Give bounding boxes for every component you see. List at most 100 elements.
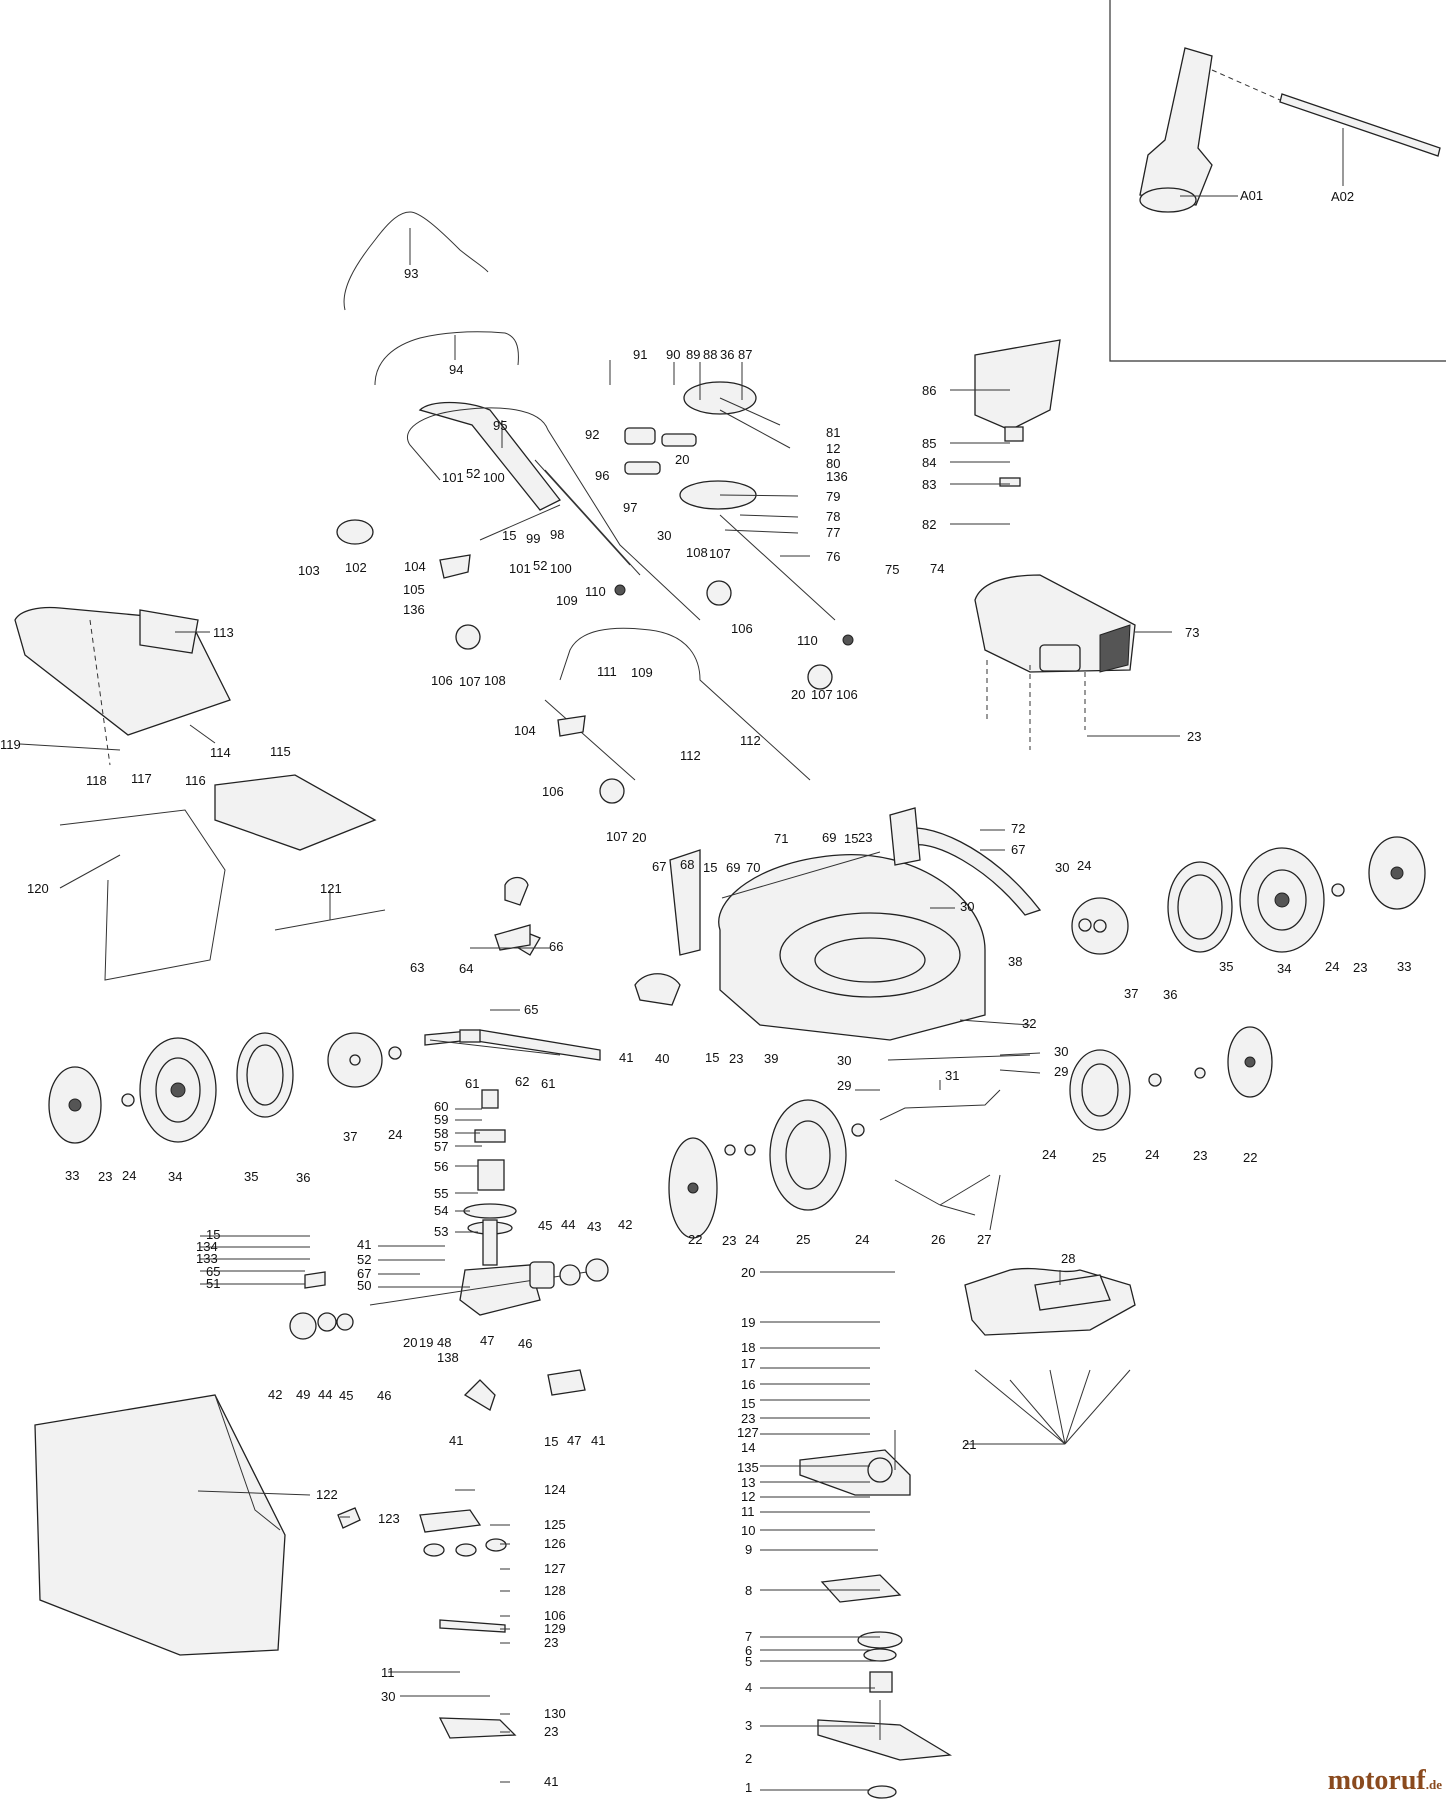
callout-105: 105 bbox=[403, 582, 425, 597]
callout-134: 134 bbox=[196, 1239, 218, 1254]
callout-50: 50 bbox=[357, 1278, 371, 1293]
gearbox bbox=[289, 1089, 609, 1411]
callout-110: 110 bbox=[585, 584, 606, 599]
callout-28: 28 bbox=[1061, 1251, 1075, 1266]
callout-23: 23 bbox=[1187, 729, 1201, 744]
callout-64: 64 bbox=[459, 961, 473, 976]
callout-20d: 20 bbox=[403, 1335, 417, 1350]
callout-14: 14 bbox=[741, 1440, 755, 1455]
callout-117: 117 bbox=[131, 771, 152, 786]
callout-96: 96 bbox=[595, 468, 609, 483]
callout-71: 71 bbox=[774, 831, 788, 846]
brand-suffix: .de bbox=[1425, 1777, 1442, 1792]
callout-20b: 20 bbox=[791, 687, 805, 702]
callout-52b: 52 bbox=[533, 558, 547, 573]
callout-130: 130 bbox=[544, 1706, 566, 1721]
callout-112: 112 bbox=[740, 733, 761, 748]
callout-41: 41 bbox=[619, 1050, 633, 1065]
callout-59: 59 bbox=[434, 1112, 448, 1127]
callout-109b: 109 bbox=[631, 665, 653, 680]
callout-24g: 24 bbox=[745, 1232, 759, 1247]
callout-91: 91 bbox=[633, 347, 647, 362]
callout-23i: 23 bbox=[544, 1635, 558, 1650]
callout-21: 21 bbox=[962, 1437, 976, 1452]
callout-118: 118 bbox=[86, 773, 107, 788]
callout-12: 12 bbox=[826, 441, 840, 456]
callout-86: 86 bbox=[922, 383, 936, 398]
callout-76: 76 bbox=[826, 549, 840, 564]
callout-136: 136 bbox=[826, 469, 848, 484]
callout-30c: 30 bbox=[960, 899, 974, 914]
leader-lines bbox=[19, 228, 1180, 1791]
callout-106c: 106 bbox=[836, 687, 858, 702]
height-adjust bbox=[424, 876, 601, 1061]
callout-35: 35 bbox=[1219, 959, 1233, 974]
callout-16: 16 bbox=[741, 1377, 755, 1392]
callout-58: 58 bbox=[434, 1126, 448, 1141]
callout-44: 44 bbox=[561, 1217, 575, 1232]
rear-wheel-right bbox=[1071, 836, 1426, 955]
callout-101b: 101 bbox=[509, 561, 531, 576]
callout-77: 77 bbox=[826, 525, 840, 540]
callout-25b: 25 bbox=[796, 1232, 810, 1247]
callout-68: 68 bbox=[680, 857, 694, 872]
callout-A02: A02 bbox=[1331, 189, 1354, 204]
callout-100: 100 bbox=[483, 470, 505, 485]
callout-32: 32 bbox=[1022, 1016, 1036, 1031]
callout-87: 87 bbox=[738, 347, 752, 362]
callout-106: 106 bbox=[731, 621, 753, 636]
callout-110b: 110 bbox=[797, 633, 818, 648]
callout-31: 31 bbox=[945, 1068, 959, 1083]
callout-1: 1 bbox=[745, 1780, 752, 1795]
callout-5: 5 bbox=[745, 1654, 752, 1669]
callout-100b: 100 bbox=[550, 561, 572, 576]
callout-30f: 30 bbox=[381, 1689, 395, 1704]
callout-114: 114 bbox=[210, 745, 231, 760]
callout-23h: 23 bbox=[741, 1411, 755, 1426]
callout-111: 111 bbox=[597, 664, 617, 679]
callout-102: 102 bbox=[345, 560, 367, 575]
grass-bag bbox=[34, 1394, 361, 1656]
callout-72: 72 bbox=[1011, 821, 1025, 836]
brand-logo: motoruf.de bbox=[1258, 1766, 1442, 1796]
callout-89: 89 bbox=[686, 347, 700, 362]
callout-25: 25 bbox=[1092, 1150, 1106, 1165]
callout-47b: 47 bbox=[567, 1433, 581, 1448]
callout-36b: 36 bbox=[1163, 987, 1177, 1002]
callout-74: 74 bbox=[930, 561, 944, 576]
callout-26: 26 bbox=[931, 1232, 945, 1247]
callout-106e: 106 bbox=[544, 1608, 566, 1623]
blade-assembly bbox=[799, 1430, 953, 1799]
callout-88: 88 bbox=[703, 347, 717, 362]
callout-107b: 107 bbox=[459, 674, 481, 689]
callout-98: 98 bbox=[550, 527, 564, 542]
callout-47: 47 bbox=[480, 1333, 494, 1348]
callout-107: 107 bbox=[709, 546, 731, 561]
callout-67c: 67 bbox=[357, 1266, 371, 1281]
callout-15e: 15 bbox=[206, 1227, 220, 1242]
callout-92: 92 bbox=[585, 427, 599, 442]
callout-78: 78 bbox=[826, 509, 840, 524]
callout-107c: 107 bbox=[811, 687, 833, 702]
callout-12b: 12 bbox=[741, 1489, 755, 1504]
callout-124: 124 bbox=[544, 1482, 566, 1497]
callout-41b: 41 bbox=[357, 1237, 371, 1252]
callout-106b: 106 bbox=[431, 673, 453, 688]
callout-123: 123 bbox=[378, 1511, 400, 1526]
callout-94: 94 bbox=[449, 362, 463, 377]
callout-127b: 127 bbox=[544, 1561, 566, 1576]
callout-13: 13 bbox=[741, 1475, 755, 1490]
callout-49: 49 bbox=[296, 1387, 310, 1402]
callout-34: 34 bbox=[1277, 961, 1291, 976]
callout-65b: 65 bbox=[206, 1264, 220, 1279]
callout-15f: 15 bbox=[544, 1434, 558, 1449]
callout-75: 75 bbox=[885, 562, 899, 577]
brand-name: motoruf bbox=[1327, 1765, 1426, 1796]
callout-69: 69 bbox=[822, 830, 836, 845]
callout-45b: 45 bbox=[339, 1388, 353, 1403]
callout-90: 90 bbox=[666, 347, 680, 362]
callout-66: 66 bbox=[549, 939, 563, 954]
callout-3: 3 bbox=[745, 1718, 752, 1733]
callout-41c: 41 bbox=[449, 1433, 463, 1448]
